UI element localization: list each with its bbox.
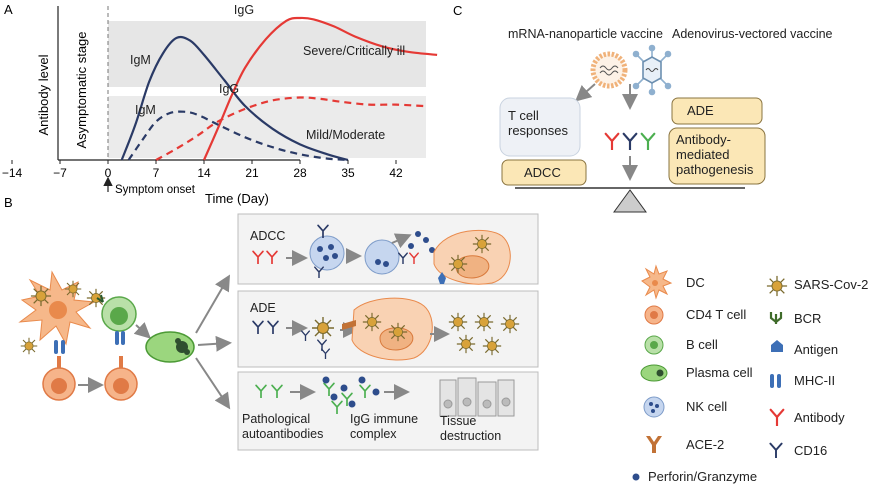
tcell-label: T cell responses xyxy=(508,108,568,138)
antibody-mediated-label: Antibody-mediated pathogenesis xyxy=(676,132,754,177)
igm-severe-label: IgM xyxy=(130,53,151,67)
autoantibody-label: Pathological autoantibodies xyxy=(242,412,324,441)
dendritic-cell xyxy=(18,270,96,346)
legend-perforin: Perforin/Granzyme xyxy=(648,469,758,484)
symptom-onset-label: Symptom onset xyxy=(115,184,196,196)
ade-label: ADE xyxy=(687,103,714,118)
x-tick-label: 28 xyxy=(293,166,307,180)
y-axis-label: Antibody level xyxy=(36,54,51,135)
antibody-chart: −14 −7 0 7 14 21 28 35 42 xyxy=(2,6,438,180)
cd4-t-cell-2 xyxy=(104,356,138,401)
legend-ace2: ACE-2 xyxy=(686,437,725,452)
adcc-title: ADCC xyxy=(250,229,285,243)
igg-severe-curve xyxy=(202,16,438,161)
ade-box xyxy=(671,97,763,125)
igg-severe-label: IgG xyxy=(234,3,254,17)
mild-label: Mild/Moderate xyxy=(306,128,385,142)
legend-cd16: CD16 xyxy=(794,443,828,458)
plasma-cell xyxy=(145,331,195,363)
legend-sars: SARS-Cov-2 xyxy=(794,277,869,292)
bcr-icon xyxy=(769,312,783,324)
mhc-ii-icon xyxy=(770,374,781,388)
tissue-destruction-label: Tissue destruction xyxy=(440,414,502,443)
b-cell xyxy=(101,296,137,332)
legend-mhc: MHC-II xyxy=(794,373,836,388)
cd4-t-cell xyxy=(42,356,76,401)
adenovirus-icon xyxy=(632,44,672,96)
x-axis-label: Time (Day) xyxy=(205,191,269,206)
cd4-t-cell-icon xyxy=(644,305,664,325)
legend-bcr: BCR xyxy=(794,311,822,326)
x-tick-label: 21 xyxy=(245,166,259,180)
mrna-nanoparticle-icon xyxy=(590,51,628,89)
x-tick-label: 0 xyxy=(105,166,112,180)
cd16-icon xyxy=(769,442,783,458)
igg-mild-curve xyxy=(155,96,424,161)
plasma-cell-icon xyxy=(640,364,668,382)
legend xyxy=(632,264,788,481)
balance-fulcrum xyxy=(613,189,647,213)
panel-b-letter: B xyxy=(4,195,13,210)
severe-band xyxy=(108,21,426,87)
legend-dc: DC xyxy=(686,275,705,290)
legend-antibody: Antibody xyxy=(794,410,845,425)
igm-severe-curve xyxy=(120,35,349,162)
legend-antigen: Antigen xyxy=(794,342,839,357)
x-tick-label: −14 xyxy=(2,166,23,180)
nk-cell-icon xyxy=(643,396,665,418)
mhc-ii-b-cell xyxy=(115,331,125,345)
mrna-vaccine-label: mRNA-nanoparticle vaccine xyxy=(508,27,663,41)
igg-immune-complex xyxy=(322,376,380,414)
mild-band xyxy=(108,96,426,158)
legend-cd4: CD4 T cell xyxy=(686,307,747,322)
immune-complex-label: IgG immune complex xyxy=(350,412,419,441)
mhc-ii-receptor xyxy=(54,340,65,354)
adcc-box xyxy=(501,159,587,186)
tissue-destruction-icon xyxy=(439,377,515,417)
x-tick-label: 14 xyxy=(197,166,211,180)
igm-mild-label: IgM xyxy=(135,103,156,117)
antigen-icon xyxy=(771,340,783,352)
b-cell-icon xyxy=(644,335,664,355)
panel-a-letter: A xyxy=(4,2,13,17)
adeno-vaccine-label: Adenovirus-vectored vaccine xyxy=(672,27,833,41)
stage-label: Asymptomatic stage xyxy=(74,31,89,148)
legend-plasma: Plasma cell xyxy=(686,365,753,380)
severe-label: Severe/Critically ill xyxy=(303,44,405,58)
ace-2-icon xyxy=(646,436,662,453)
igm-mild-curve xyxy=(127,110,349,162)
adcc-label: ADCC xyxy=(524,165,561,180)
perforin-icon xyxy=(632,473,640,481)
bcr-receptor xyxy=(96,294,104,303)
antibody-icon xyxy=(769,408,785,426)
legend-nk: NK cell xyxy=(686,399,728,414)
x-tick-label: 35 xyxy=(341,166,355,180)
nk-cell xyxy=(309,235,345,271)
x-tick-label: 42 xyxy=(389,166,403,180)
dc-icon xyxy=(641,264,673,300)
ade-title: ADE xyxy=(250,301,276,315)
legend-bcell: B cell xyxy=(686,337,718,352)
sars-cov-2-icon xyxy=(766,275,788,297)
igg-mild-label: IgG xyxy=(219,82,239,96)
panel-c-letter: C xyxy=(453,3,462,18)
x-tick-label: −7 xyxy=(53,166,67,180)
x-tick-label: 7 xyxy=(153,166,160,180)
tcell-box xyxy=(499,97,581,157)
antibody-mediated-box xyxy=(668,127,766,185)
